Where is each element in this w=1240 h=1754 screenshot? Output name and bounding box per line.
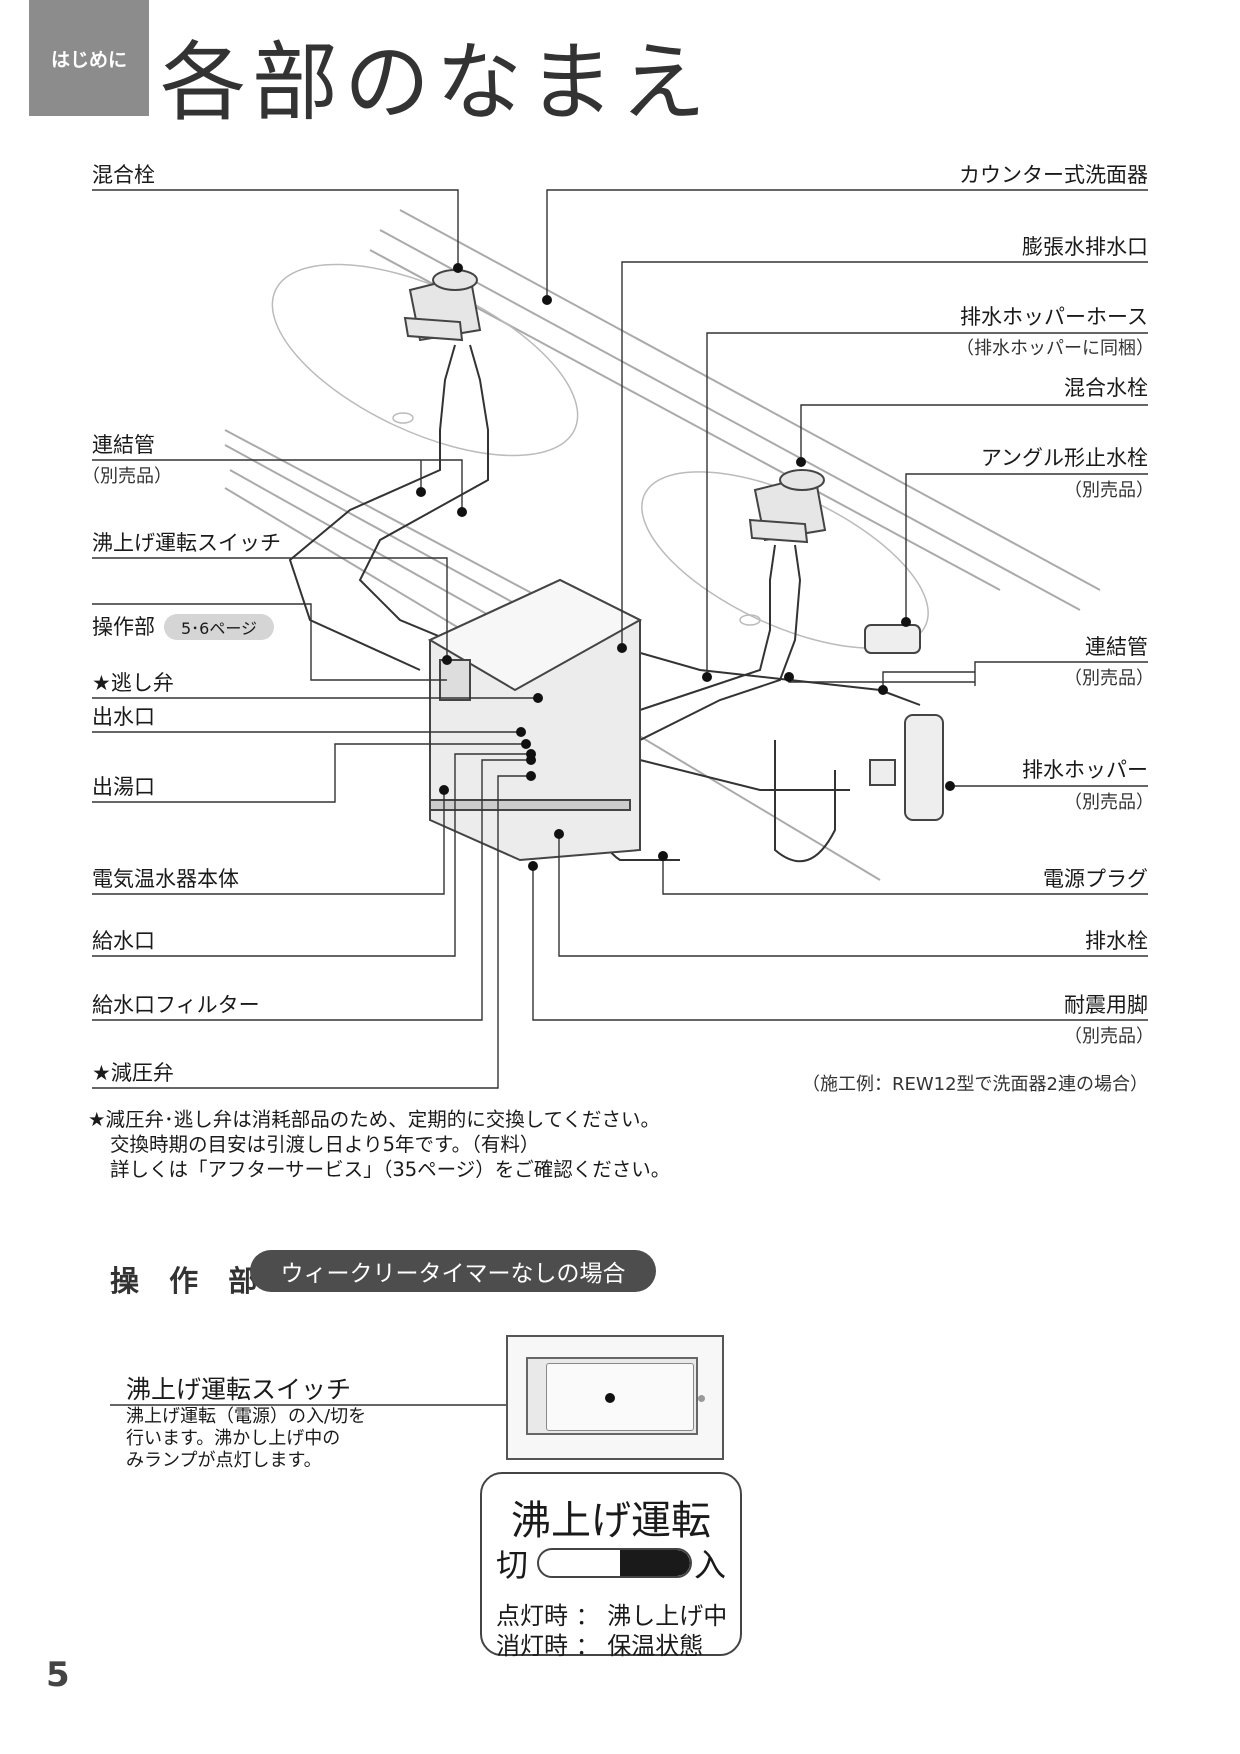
- label-water-inlet: 給水口: [92, 929, 155, 953]
- switch-description: 沸上げ運転（電源）の入/切を 行います。沸かし上げ中の みランプが点灯します。: [126, 1406, 366, 1472]
- label-hot-water-outlet: 出湯口: [92, 775, 155, 799]
- label-drain-hopper-note: （別売品）: [1064, 792, 1154, 813]
- faucets: [403, 269, 827, 544]
- note-line-1: ★減圧弁･逃し弁は消耗部品のため、定期的に交換してください。: [88, 1108, 661, 1131]
- switch-housing: [526, 1357, 698, 1435]
- control-panel-badge: ウィークリータイマーなしの場合: [250, 1250, 656, 1292]
- page-title: 各部のなまえ: [160, 33, 712, 133]
- legend-toggle-track: [537, 1548, 692, 1578]
- label-power-plug: 電源プラグ: [1043, 867, 1148, 891]
- legend-off-label: 切: [496, 1546, 529, 1584]
- label-seismic-legs: 耐震用脚: [1064, 993, 1148, 1017]
- label-drain-hopper-hose: 排水ホッパーホース: [960, 305, 1148, 329]
- boil-switch-button[interactable]: [546, 1363, 694, 1431]
- label-counter-basin: カウンター式洗面器: [959, 163, 1148, 187]
- label-expansion-drain: 膨張水排水口: [1022, 235, 1148, 259]
- label-mixer-faucet-2: 混合水栓: [1064, 376, 1148, 400]
- switch-title: 沸上げ運転スイッチ: [126, 1375, 352, 1404]
- control-panel-illustration: [506, 1335, 724, 1460]
- label-boil-switch: 沸上げ運転スイッチ: [92, 531, 281, 555]
- label-seismic-legs-note: （別売品）: [1064, 1026, 1154, 1047]
- note-line-2: 交換時期の目安は引渡し日より5年です。（有料）: [110, 1133, 540, 1156]
- label-control-unit: 操作部: [92, 615, 155, 639]
- label-heater-body: 電気温水器本体: [92, 867, 239, 891]
- switch-legend: 沸上げ運転 切 入 点灯時 ： 沸し上げ中 消灯時 ： 保温状態: [480, 1472, 742, 1660]
- label-inlet-filter: 給水口フィルター: [92, 993, 260, 1017]
- control-panel-heading: 操 作 部: [110, 1264, 268, 1298]
- label-angle-stop-valve: アングル形止水栓: [980, 446, 1148, 470]
- label-connecting-pipe-2-note: （別売品）: [1064, 668, 1154, 689]
- label-pressure-reducing-valve: ★減圧弁: [92, 1061, 174, 1085]
- page-number: 5: [46, 1655, 70, 1695]
- label-drain-hopper: 排水ホッパー: [1022, 758, 1148, 782]
- legend-lit-state: 点灯時 ： 沸し上げ中: [496, 1602, 728, 1630]
- control-unit-page-ref: 5･6ページ: [164, 614, 274, 640]
- section-tab: はじめに: [29, 0, 149, 116]
- label-relief-valve: ★逃し弁: [92, 671, 174, 695]
- legend-on-label: 入: [693, 1546, 726, 1584]
- legend-toggle-on-fill: [620, 1550, 690, 1576]
- note-line-3: 詳しくは「アフターサービス」（35ページ）をご確認ください。: [110, 1158, 671, 1181]
- label-mixer-faucet: 混合栓: [92, 163, 155, 187]
- leader-dots: [416, 263, 955, 871]
- diagram-caption: （施工例：REW12型で洗面器2連の場合）: [801, 1074, 1148, 1095]
- legend-title: 沸上げ運転: [511, 1498, 711, 1544]
- drain-hopper: [864, 624, 944, 821]
- label-connecting-pipe-note: （別売品）: [82, 466, 172, 487]
- status-lamp: [698, 1395, 705, 1402]
- label-connecting-pipe: 連結管: [92, 433, 155, 457]
- switch-desc-line: みランプが点灯します。: [126, 1450, 322, 1471]
- switch-desc-line: 行います。沸かし上げ中の: [126, 1428, 341, 1449]
- switch-indicator-dot: [605, 1393, 615, 1403]
- switch-desc-line: 沸上げ運転（電源）の入/切を: [126, 1406, 367, 1427]
- label-drain-hopper-hose-note: （排水ホッパーに同梱）: [956, 338, 1154, 359]
- label-connecting-pipe-2: 連結管: [1085, 635, 1148, 659]
- legend-unlit-state: 消灯時 ： 保温状態: [496, 1632, 704, 1660]
- label-angle-stop-valve-note: （別売品）: [1064, 480, 1154, 501]
- label-drain-plug: 排水栓: [1085, 929, 1148, 953]
- heater-body: [427, 578, 643, 862]
- label-water-outlet: 出水口: [92, 705, 155, 729]
